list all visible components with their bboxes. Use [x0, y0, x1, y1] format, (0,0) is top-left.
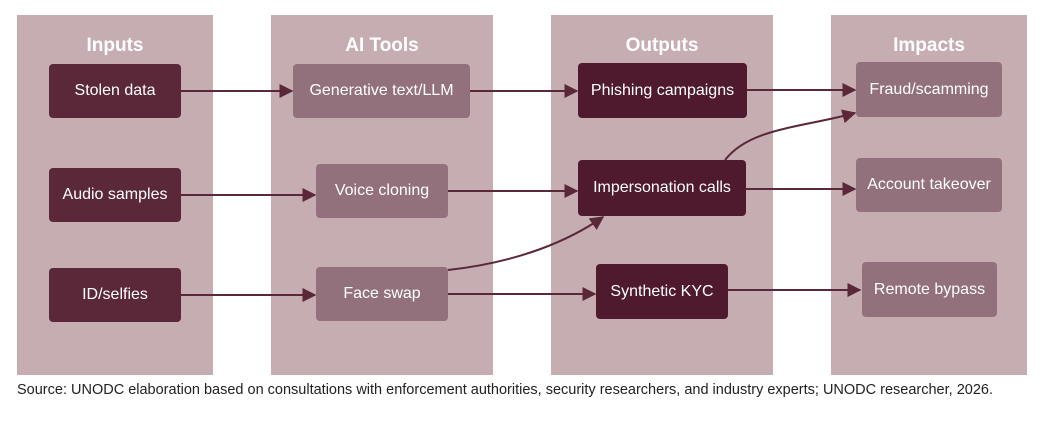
node-id-selfies: ID/selfies — [49, 268, 181, 322]
column-title-outputs: Outputs — [625, 35, 699, 56]
node-remote-bypass: Remote bypass — [862, 262, 997, 317]
node-account-takeover: Account takeover — [856, 158, 1002, 212]
arrow-impersonation-to-fraud — [724, 109, 857, 161]
node-impersonation-calls: Impersonation calls — [578, 160, 746, 216]
column-title-inputs: Inputs — [86, 35, 144, 56]
node-fraud-scamming: Fraud/scamming — [856, 62, 1002, 117]
node-voice-cloning: Voice cloning — [316, 164, 448, 218]
node-stolen-data: Stolen data — [49, 64, 181, 118]
column-title-impacts: Impacts — [893, 35, 965, 56]
column-title-ai-tools: AI Tools — [345, 35, 419, 56]
node-face-swap: Face swap — [316, 267, 448, 321]
node-generative-text: Generative text/LLM — [293, 64, 470, 118]
node-audio-samples: Audio samples — [49, 168, 181, 222]
arrow-faceswap-to-impersonation — [447, 216, 605, 271]
node-phishing-campaigns: Phishing campaigns — [578, 63, 747, 118]
node-synthetic-kyc: Synthetic KYC — [596, 264, 728, 319]
source-note: Source: UNODC elaboration based on consu… — [17, 382, 993, 398]
